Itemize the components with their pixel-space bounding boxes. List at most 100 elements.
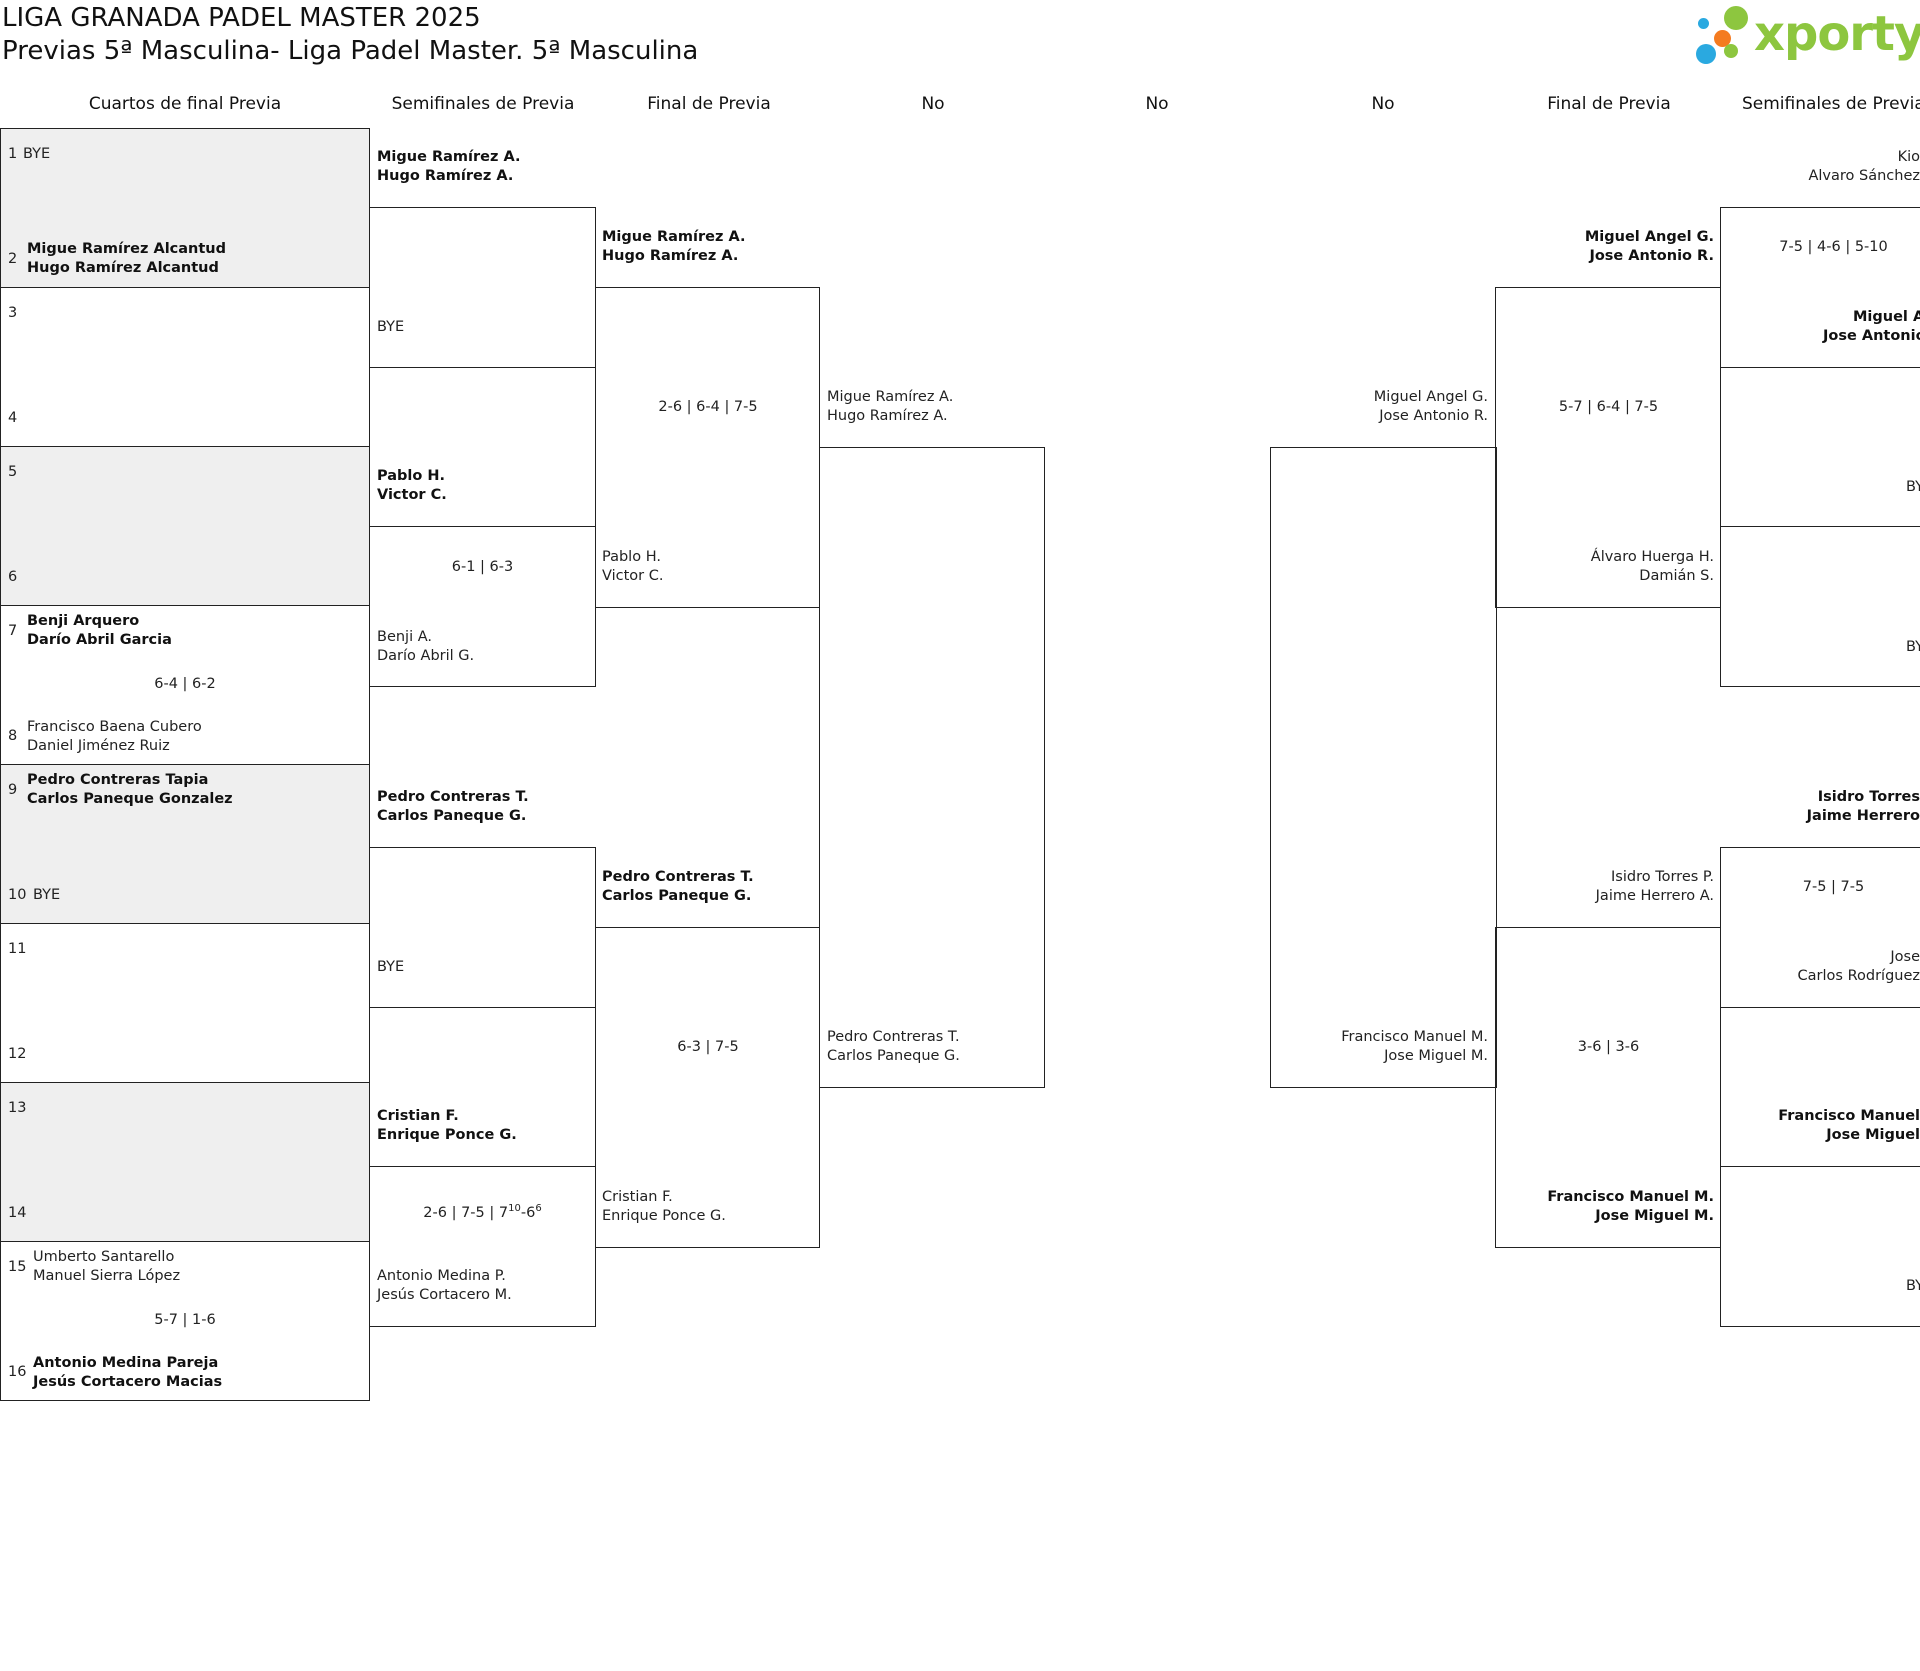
sf-left-score: 6-1 | 6-3 [451,559,514,575]
column-header-no-2: No [1145,94,1169,114]
logo-dot-green-small [1724,44,1738,58]
sf-right-team: BY [1906,1278,1920,1294]
sf-right-match-1 [1720,207,1920,368]
no-right-team: Jose Miguel M. [1384,1048,1488,1064]
sf-right-match-2 [1720,526,1920,687]
qf-slot-number: 1 [8,146,18,162]
qf-slot-name: Manuel Sierra López [33,1268,181,1284]
no-left-team: Migue Ramírez A. [827,389,954,405]
column-header-final-left: Final de Previa [647,94,771,114]
qf-slot-number: 8 [8,728,18,744]
qf-slot-name: Benji Arquero [27,613,140,629]
sf-right-team: Jaime Herrero [1806,808,1920,824]
no-right-team: Francisco Manuel M. [1341,1029,1488,1045]
sf-right-team: Carlos Rodríguez [1797,968,1920,984]
qf-match-2 [0,287,370,447]
final-right-team: Damián S. [1639,568,1714,584]
qf-slot-name: Migue Ramírez Alcantud [27,241,227,257]
sf-left-team: Victor C. [377,487,447,503]
sf-right-team: Miguel Angel [1853,309,1920,325]
logo-text: xporty [1754,6,1920,62]
final-left-team: Carlos Paneque G. [602,888,752,904]
qf-slot-number: 11 [8,941,27,957]
column-header-semifinals-left: Semifinales de Previa [391,94,575,114]
qf-slot-number: 7 [8,623,18,639]
sf-right-team: Alvaro Sánchez [1808,168,1920,184]
qf-slot-number: 3 [8,305,18,321]
logo-dot-orange [1714,30,1731,47]
qf-score: 6-4 | 6-2 [154,676,216,692]
sf-left-team: Pedro Contreras T. [377,789,529,805]
no-right-team: Jose Antonio R. [1379,408,1488,424]
sf-left-team: Antonio Medina P. [377,1268,506,1284]
final-left-score: 6-3 | 7-5 [677,1039,739,1055]
no-left-team: Hugo Ramírez A. [827,408,948,424]
sf-left-team: Migue Ramírez A. [377,149,521,165]
final-right-team: Jaime Herrero A. [1595,888,1714,904]
final-left-team: Cristian F. [602,1189,673,1205]
final-right-team: Francisco Manuel M. [1547,1189,1714,1205]
sf-left-team: BYE [377,959,405,975]
no-left-match [819,447,1045,1088]
final-right-team: Miguel Angel G. [1584,229,1714,245]
qf-slot-number: 16 [8,1364,27,1380]
sf-left-team: Cristian F. [377,1108,459,1124]
sf-right-team: BY [1906,479,1920,495]
column-header-quarterfinals: Cuartos de final Previa [88,94,282,114]
sf-right-match-4 [1720,1166,1920,1327]
final-left-team: Pedro Contreras T. [602,869,754,885]
qf-slot-name: Carlos Paneque Gonzalez [27,791,233,807]
final-right-team: Isidro Torres P. [1611,869,1714,885]
column-header-semifinals-right: Semifinales de Previa [1742,94,1920,114]
logo-dot-green [1724,6,1748,30]
sf-right-team: Francisco Manuel [1778,1108,1920,1124]
sf-right-match-3 [1720,847,1920,1008]
sf-left-team: Pablo H. [377,468,446,484]
qf-slot-number: 6 [8,569,18,585]
qf-slot-number: 10 [8,887,27,903]
final-right-match-2 [1495,927,1721,1248]
qf-slot-number: 5 [8,464,18,480]
final-right-score: 5-7 | 6-4 | 7-5 [1558,399,1659,415]
qf-slot-name: Umberto Santarello [33,1249,175,1265]
qf-slot-number: 12 [8,1046,27,1062]
sf-left-score: 2-6 | 7-5 | 710-66 [423,1203,542,1221]
final-left-score: 2-6 | 6-4 | 7-5 [658,399,758,415]
sf-left-team: Enrique Ponce G. [377,1127,517,1143]
final-right-team: Jose Miguel M. [1595,1208,1714,1224]
qf-slot-name: BYE [33,887,61,903]
column-header-final-right: Final de Previa [1547,94,1671,114]
sf-left-team: Hugo Ramírez A. [377,168,514,184]
final-left-team: Migue Ramírez A. [602,229,746,245]
page-title: LIGA GRANADA PADEL MASTER 2025 [2,3,481,33]
sf-right-team: Jose Miguel [1826,1127,1920,1143]
qf-slot-name: Jesús Cortacero Macias [33,1374,223,1390]
no-right-team: Miguel Angel G. [1373,389,1488,405]
qf-slot-name: Daniel Jiménez Ruiz [27,738,170,754]
final-left-team: Hugo Ramírez A. [602,248,739,264]
logo-dot-blue-small [1698,18,1709,29]
qf-slot-name: Darío Abril Garcia [27,632,172,648]
qf-match-7 [0,1082,370,1242]
qf-score: 5-7 | 1-6 [154,1312,216,1328]
sf-left-team: BYE [377,319,405,335]
qf-slot-number: 13 [8,1100,27,1116]
final-right-score: 3-6 | 3-6 [1577,1039,1640,1055]
qf-match-6 [0,923,370,1083]
final-left-team: Pablo H. [602,549,661,565]
sf-left-team: Benji A. [377,629,432,645]
sf-right-team: Isidro Torres [1817,789,1920,805]
sf-left-team: Carlos Paneque G. [377,808,527,824]
sf-right-team: Kio [1897,149,1920,165]
final-left-team: Victor C. [602,568,664,584]
no-right-match [1270,447,1497,1088]
qf-slot-number: 4 [8,410,18,426]
final-right-team: Álvaro Huerga H. [1590,549,1714,565]
sf-left-team: Darío Abril G. [377,648,475,664]
final-right-team: Jose Antonio R. [1589,248,1714,264]
qf-match-3 [0,446,370,606]
column-header-no-3: No [1371,94,1395,114]
no-left-team: Carlos Paneque G. [827,1048,960,1064]
qf-slot-name: Pedro Contreras Tapia [27,772,209,788]
final-left-team: Enrique Ponce G. [602,1208,726,1224]
